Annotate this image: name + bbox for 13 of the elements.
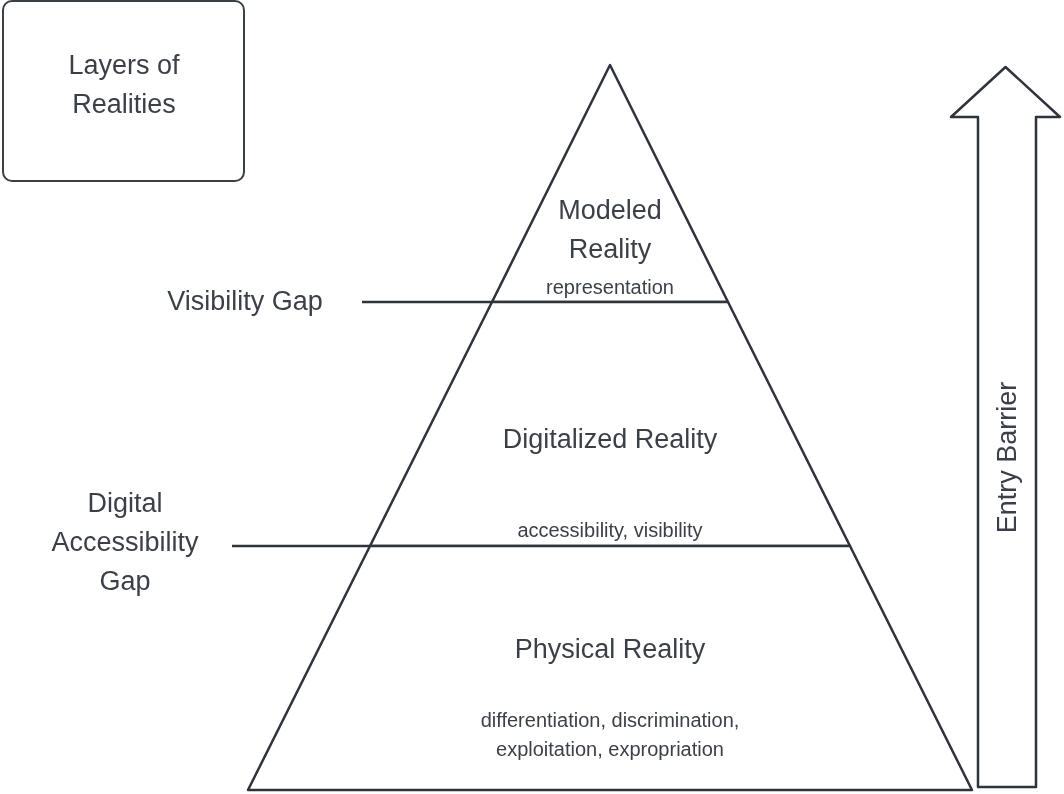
layer-note: representation — [545, 275, 675, 300]
arrow-label: Entry Barrier — [992, 381, 1022, 534]
title-box — [2, 0, 245, 182]
layer-note: differentiation, discrimination, exploitation, expropriation — [479, 708, 741, 762]
layer-title: Physical Reality — [513, 633, 707, 666]
title-text: Layers of Realities — [67, 49, 181, 122]
leader-line — [232, 544, 370, 548]
layer-note: accessibility, visibility — [516, 518, 704, 543]
gap-label: Visibility Gap — [166, 285, 324, 318]
leader-line — [362, 300, 492, 304]
layer-title: Modeled Reality — [557, 194, 663, 267]
layer-title: Digitalized Reality — [501, 423, 719, 456]
gap-label: Digital Accessibility Gap — [50, 487, 200, 599]
